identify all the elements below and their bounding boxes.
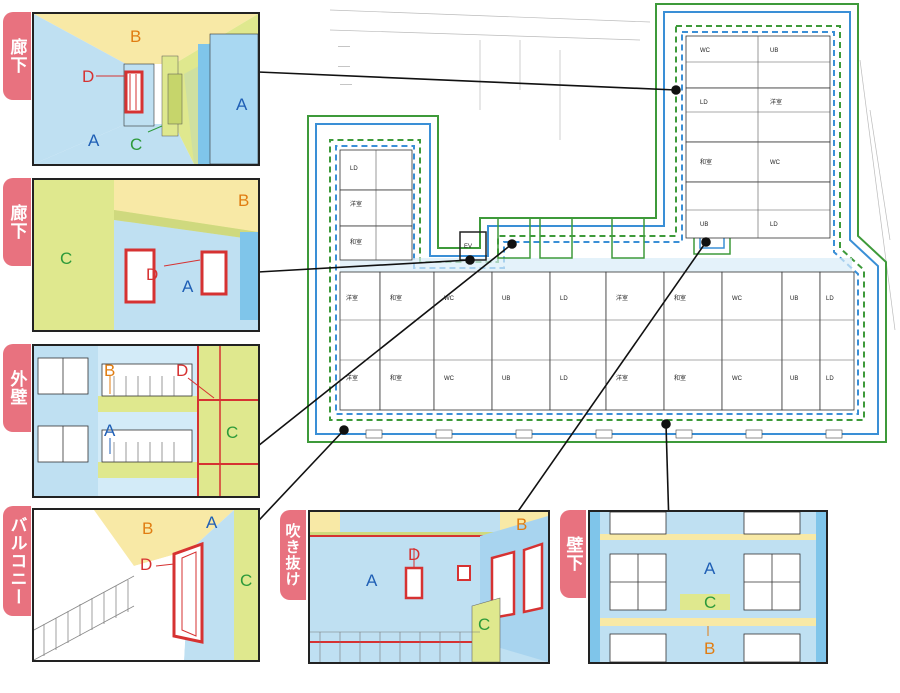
room-label: 和室 (700, 158, 712, 166)
label-b: B (516, 515, 527, 534)
panel-wall-bottom: A C B (588, 510, 828, 664)
room-label: UB (770, 48, 778, 54)
plan-background (329, 9, 896, 331)
room-label: LD (700, 100, 708, 106)
panel-exterior-wall: B D A C (32, 344, 260, 498)
plan-outline-green (307, 3, 887, 443)
label-b: B (238, 191, 249, 210)
panel-corridor-1: D B A A C (32, 12, 260, 166)
label-b: B (142, 519, 153, 538)
svg-text:------: ------ (338, 44, 350, 50)
room-label: 和室 (390, 294, 402, 302)
label-b: B (704, 639, 715, 658)
plan-faint-text: ------ ------ ------ (338, 44, 352, 88)
room-label: 洋室 (616, 374, 628, 382)
label-a-right: A (236, 95, 248, 114)
label-a: A (704, 559, 716, 578)
room-label: UB (502, 376, 510, 382)
tab-atrium: 吹き抜け (280, 510, 306, 600)
room-label: LD (826, 296, 834, 302)
room-label: WC (770, 160, 781, 166)
label-b: B (104, 361, 115, 380)
plan-corridor-band (340, 258, 852, 272)
tab-corridor-1: 廊下 (3, 12, 31, 100)
room-label: 和室 (390, 374, 402, 382)
room-label: LD (350, 166, 358, 172)
plan-outline-dashed-green (329, 25, 865, 421)
svg-text:------: ------ (338, 64, 350, 70)
label-a-floor: A (88, 131, 100, 150)
room-label: UB (502, 296, 510, 302)
room-label: WC (700, 48, 711, 54)
svg-text:------: ------ (340, 82, 352, 88)
room-label: 洋室 (346, 374, 358, 382)
room-label: LD (826, 376, 834, 382)
tab-balcony: バルコニー (3, 506, 31, 616)
tab-exterior-wall: 外壁 (3, 344, 31, 432)
room-label: UB (700, 222, 708, 228)
room-label: 和室 (350, 238, 362, 246)
room-label: 洋室 (770, 98, 782, 106)
room-label: 和室 (674, 294, 686, 302)
label-c: C (60, 249, 72, 268)
label-a: A (182, 277, 194, 296)
room-label: WC (444, 376, 455, 382)
label-c: C (130, 135, 142, 154)
room-label: LD (770, 222, 778, 228)
label-d: D (408, 545, 420, 564)
tab-corridor-2: 廊下 (3, 178, 31, 266)
panel-corridor-2: B C D A (32, 178, 260, 332)
room-label: 洋室 (350, 200, 362, 208)
label-c: C (226, 423, 238, 442)
room-label: WC (444, 296, 455, 302)
room-label: UB (790, 376, 798, 382)
room-label: LD (560, 376, 568, 382)
label-d: D (176, 361, 188, 380)
label-b: B (130, 27, 141, 46)
label-c: C (704, 593, 716, 612)
label-c: C (240, 571, 252, 590)
room-label: EV (464, 244, 472, 250)
room-label: LD (560, 296, 568, 302)
room-label: 洋室 (616, 294, 628, 302)
room-label: WC (732, 296, 743, 302)
room-label: WC (732, 376, 743, 382)
label-d: D (146, 265, 158, 284)
label-a: A (206, 513, 218, 532)
label-c: C (478, 615, 490, 634)
label-a: A (366, 571, 378, 590)
plan-outline-dashed-blue (335, 31, 859, 415)
panel-atrium: D A B C (308, 510, 550, 664)
label-d: D (140, 555, 152, 574)
label-a: A (104, 421, 116, 440)
room-label: UB (790, 296, 798, 302)
plan-outline-blue (315, 11, 879, 435)
tab-wall-bottom: 壁下 (560, 510, 586, 598)
label-d: D (82, 67, 94, 86)
room-label: 和室 (674, 374, 686, 382)
room-label: 洋室 (346, 294, 358, 302)
panel-balcony: B A D C (32, 508, 260, 662)
